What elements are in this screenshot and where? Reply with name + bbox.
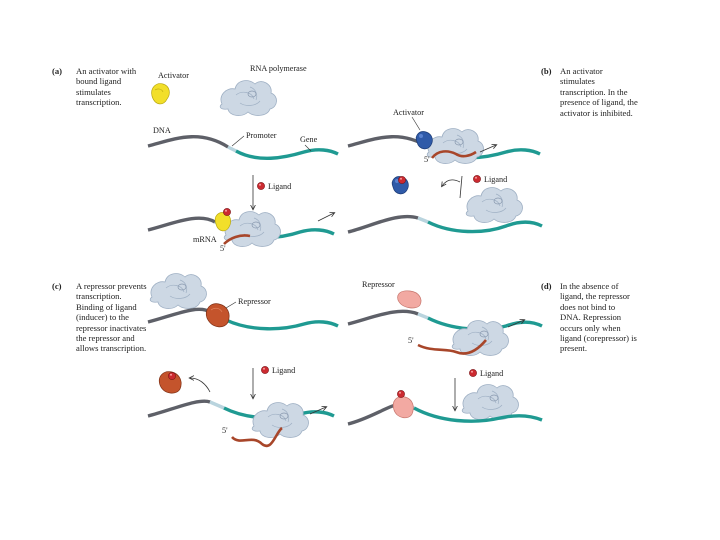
repressor-free-d — [397, 290, 422, 309]
mrna-b — [430, 150, 477, 159]
release-arrow-b — [442, 179, 461, 186]
gene-region-d-top — [427, 316, 543, 331]
panel-c-tag: (c) — [52, 281, 62, 291]
label-activator-b: Activator — [393, 108, 424, 117]
label-promoter: Promoter — [246, 131, 277, 140]
panel-d-text: In the absence of ligand, the repressor … — [560, 281, 637, 354]
ligand-bound-d — [396, 389, 406, 399]
gene-region-c-top — [225, 318, 339, 331]
panel-d-tag: (d) — [541, 281, 552, 291]
label-5prime-d: 5' — [408, 336, 414, 345]
promoter-pointer — [231, 135, 245, 147]
rna-polymerase-b-free — [465, 187, 523, 223]
panel-c-text: A repressor prevents transcription. Bind… — [76, 281, 147, 354]
transcription-arrow-c — [309, 407, 326, 415]
rna-polymerase-c — [149, 273, 207, 309]
rna-polymerase-d — [451, 320, 509, 356]
ligand-d — [468, 368, 478, 378]
transcription-arrow-a — [317, 213, 334, 222]
label-rna-polymerase: RNA polymerase — [250, 64, 307, 73]
panel-b-tag: (b) — [541, 66, 552, 76]
rna-polymerase-c-transcribing — [251, 402, 309, 438]
label-repressor-d: Repressor — [362, 280, 395, 289]
panel-b-text: An activator stimulates transcription. I… — [560, 66, 638, 118]
promoter-region-c-bottom — [209, 400, 225, 410]
transcription-arrow-d — [507, 320, 524, 328]
gene-region-b-bottom — [427, 220, 543, 234]
mrna-a — [223, 234, 251, 245]
ligand-bound-b — [397, 175, 407, 185]
panel-a-diagram: Activator RNA polymerase DNA Promoter Ge… — [147, 64, 339, 253]
label-gene: Gene — [300, 135, 318, 144]
ligand-arrow-b — [459, 175, 463, 199]
rna-polymerase-a — [219, 80, 277, 116]
ligand-c — [260, 365, 270, 375]
mrna-d — [417, 339, 487, 355]
repressor-pointer-c — [225, 301, 237, 309]
ligand-bound-a — [222, 207, 232, 217]
label-ligand-a: Ligand — [268, 182, 291, 191]
dna-strand-b-bottom — [347, 214, 419, 234]
rna-polymerase-b — [426, 128, 484, 164]
promoter-region-d-top — [417, 312, 429, 320]
activator-yellow-bound — [214, 212, 231, 232]
panel-a-text: An activator with bound ligand stimulate… — [76, 66, 137, 108]
label-dna: DNA — [153, 126, 171, 135]
ligand-b — [472, 174, 482, 184]
promoter-region-a-top — [227, 145, 237, 153]
activator-yellow — [151, 83, 170, 105]
activator-blue-bound — [415, 131, 433, 150]
gene-region-a-top — [235, 148, 339, 161]
release-arrow-c — [190, 378, 211, 393]
rna-polymerase-a-bound — [223, 211, 281, 247]
panel-b-diagram: Activator 5' Ligand — [347, 108, 543, 234]
label-5prime-c: 5' — [222, 426, 228, 435]
transcription-arrow-b — [479, 145, 496, 153]
ligand-a — [256, 181, 266, 191]
label-repressor-c: Repressor — [238, 297, 271, 306]
panel-c-diagram: Repressor Ligand 5' — [147, 273, 339, 448]
dna-strand-c-top — [147, 307, 211, 324]
label-5prime-b: 5' — [424, 155, 430, 164]
repressor-bound-d — [392, 396, 414, 419]
panel-d-diagram: Repressor 5' Ligand — [347, 280, 543, 426]
dna-strand-c-bottom — [147, 399, 211, 418]
repressor-bound-c — [205, 303, 230, 328]
gene-region-d-bottom — [413, 406, 543, 423]
label-5prime-a: 5' — [220, 244, 226, 253]
ligand-bound-c — [167, 371, 177, 381]
dna-strand-d-top — [347, 309, 419, 326]
label-ligand-d: Ligand — [480, 369, 503, 378]
mrna-c — [231, 426, 283, 448]
activator-pointer-b — [411, 116, 421, 131]
rna-polymerase-d-blocked — [461, 384, 519, 420]
gene-pointer — [304, 144, 312, 152]
label-ligand-c: Ligand — [272, 366, 295, 375]
dna-strand-a-top — [147, 135, 229, 149]
label-mrna: mRNA — [193, 235, 217, 244]
label-ligand-b: Ligand — [484, 175, 507, 184]
panel-a-tag: (a) — [52, 66, 63, 76]
promoter-region-b-bottom — [417, 216, 429, 224]
dna-strand-a-bottom — [147, 216, 216, 232]
label-activator-a: Activator — [158, 71, 189, 80]
